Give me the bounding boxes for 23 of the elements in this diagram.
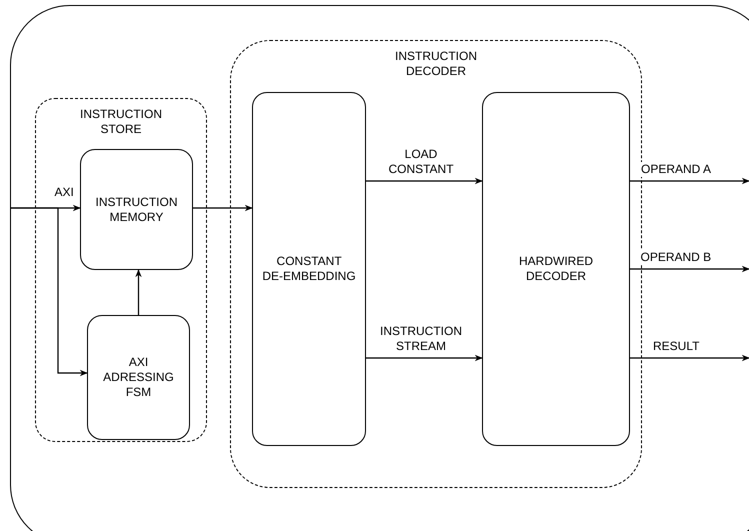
process-block bbox=[80, 149, 193, 270]
block-label: CONSTANT DE-EMBEDDING bbox=[261, 254, 357, 284]
arrow bbox=[193, 204, 253, 212]
block-label: AXI ADRESSING FSM bbox=[102, 355, 175, 400]
group-title: INSTRUCTION DECODER bbox=[394, 49, 478, 79]
process-block bbox=[252, 92, 366, 446]
module-group bbox=[35, 98, 207, 442]
process-block bbox=[482, 92, 630, 446]
arrow bbox=[630, 354, 749, 362]
edge-label: OPERAND B bbox=[640, 250, 712, 265]
arrow bbox=[135, 269, 142, 315]
arrow bbox=[366, 354, 483, 362]
arrow bbox=[630, 266, 749, 272]
arrow bbox=[630, 178, 749, 184]
arrow bbox=[366, 178, 483, 184]
system-frame bbox=[10, 5, 749, 531]
group-title: INSTRUCTION STORE bbox=[79, 107, 163, 137]
block-label: INSTRUCTION MEMORY bbox=[94, 194, 178, 224]
module-group bbox=[230, 40, 642, 488]
arrow bbox=[10, 207, 88, 376]
edge-label: OPERAND A bbox=[641, 162, 712, 177]
process-block bbox=[87, 315, 190, 440]
block-label: HARDWIRED DECODER bbox=[518, 254, 594, 284]
